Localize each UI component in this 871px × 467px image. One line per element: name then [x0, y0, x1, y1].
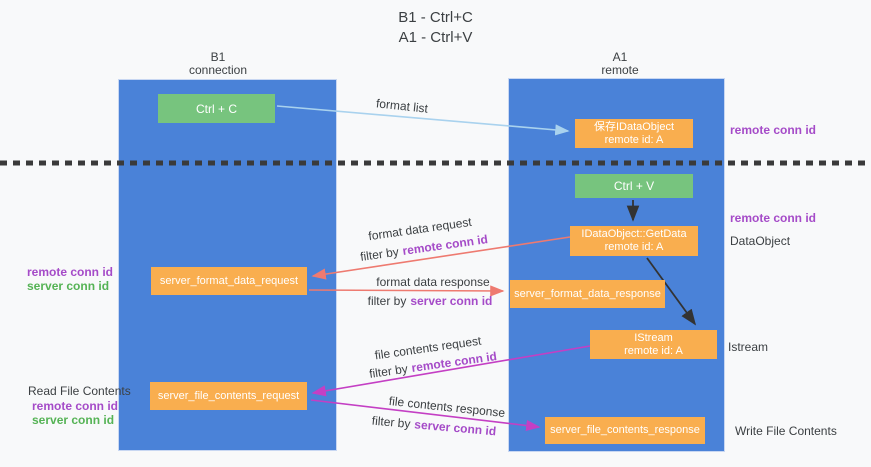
filter-by-prefix: filter by	[359, 244, 400, 264]
getdata-line1: IDataObject::GetData	[581, 228, 687, 240]
istream-annotation: Istream	[728, 340, 769, 354]
server-file-contents-request-label: server_file_contents_request	[157, 389, 300, 402]
istream-line1: IStream	[634, 331, 673, 344]
filter-by-prefix: filter by	[368, 361, 409, 381]
server-format-data-response-node: server_format_data_response	[510, 280, 665, 308]
lane-a1-name: A1	[612, 50, 628, 64]
read-file-contents-annotation: Read File Contents	[28, 384, 131, 398]
lane-header-a1: A1 remote	[560, 51, 680, 77]
remote-conn-id-annotation-mid-right: remote conn id	[730, 211, 817, 225]
write-file-contents-annotation: Write File Contents	[735, 424, 837, 438]
server-conn-id-annotation-left-2: server conn id	[32, 413, 115, 427]
format-list-label: format list	[375, 96, 429, 116]
lane-b1-role: connection	[188, 63, 248, 77]
title-line-2: A1 - Ctrl+V	[398, 29, 473, 46]
lane-a1-role: remote	[601, 63, 639, 77]
dataobject-annotation: DataObject	[730, 234, 791, 248]
istream-line2: remote id: A	[624, 344, 683, 357]
lane-header-b1: B1 connection	[158, 51, 278, 77]
title-line-1: B1 - Ctrl+C	[398, 9, 473, 26]
server-file-contents-response-node: server_file_contents_response	[545, 417, 705, 444]
server-file-contents-response-label: server_file_contents_response	[550, 424, 700, 436]
idataobject-getdata-node: IDataObject::GetData remote id: A	[570, 226, 698, 256]
server-conn-id-text: server conn id	[410, 294, 493, 308]
save-idataobject-line1: 保存IDataObject	[593, 120, 675, 133]
remote-conn-id-annotation-top-right: remote conn id	[730, 123, 817, 137]
format-data-response-arrow	[308, 285, 505, 297]
save-idataobject-line2: remote id: A	[604, 133, 664, 146]
remote-conn-id-annotation-left-2: remote conn id	[32, 399, 119, 413]
server-format-data-request-node: server_format_data_request	[151, 267, 307, 295]
format-data-response-label: format data response	[376, 275, 490, 289]
save-idataobject-node: 保存IDataObject remote id: A	[575, 119, 693, 148]
server-format-data-request-label: server_format_data_request	[159, 274, 299, 287]
lane-b1-name: B1	[210, 50, 226, 64]
filter-by-prefix: filter by	[367, 294, 407, 308]
server-conn-id-text: server conn id	[413, 417, 497, 439]
ctrl-c-label: Ctrl + C	[195, 101, 237, 116]
ctrl-v-node: Ctrl + V	[575, 174, 693, 198]
ctrl-v-label: Ctrl + V	[613, 179, 655, 193]
getdata-line2: remote id: A	[604, 241, 664, 253]
server-file-contents-request-node: server_file_contents_request	[150, 382, 307, 410]
istream-node: IStream remote id: A	[590, 330, 717, 359]
filter-by-prefix: filter by	[371, 413, 412, 431]
diagram-title: B1 - Ctrl+C A1 - Ctrl+V	[0, 8, 871, 48]
server-format-data-response-label: server_format_data_response	[514, 287, 661, 300]
remote-conn-id-annotation-left-1: remote conn id	[27, 265, 114, 279]
ctrl-c-node: Ctrl + C	[158, 94, 275, 123]
server-conn-id-annotation-left-1: server conn id	[27, 279, 110, 293]
